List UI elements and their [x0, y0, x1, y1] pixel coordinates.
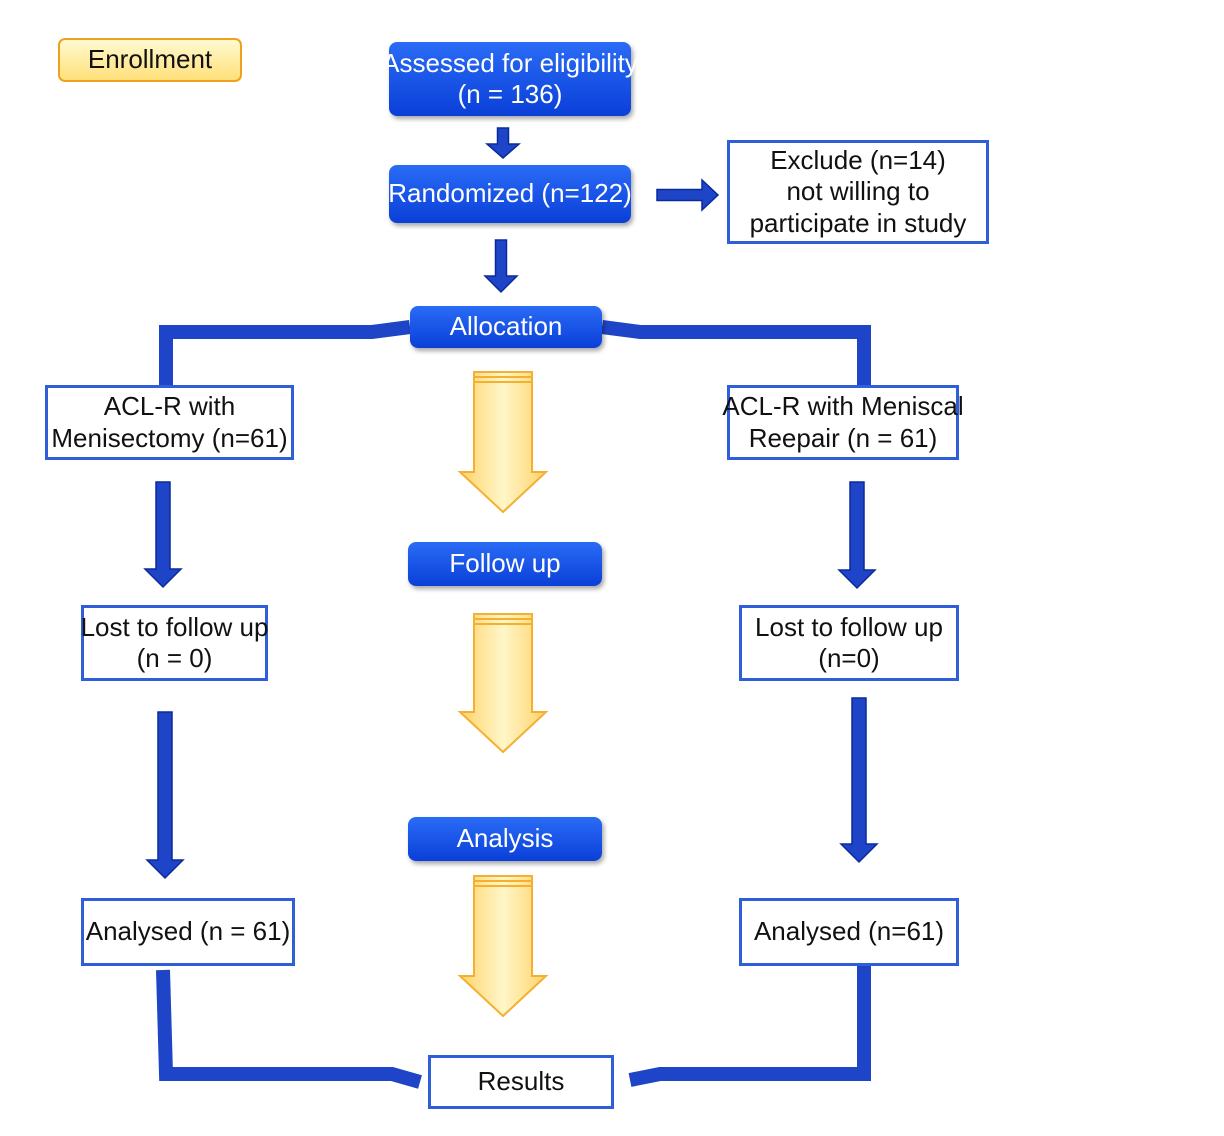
arrow-randomized-to-allocation [483, 239, 519, 294]
allocation-phase: Allocation [410, 306, 602, 348]
randomized-text: Randomized (n=122) [388, 178, 632, 209]
phase-arrow-1 [457, 371, 549, 514]
results-text: Results [477, 1066, 565, 1097]
left-group-line1: ACL-R with [103, 391, 236, 422]
right-analysed-box: Analysed (n=61) [739, 898, 959, 966]
right-group-box: ACL-R with Meniscal Reepair (n = 61) [722, 385, 964, 460]
right-group-line2: Reepair (n = 61) [748, 422, 938, 453]
analysis-phase: Analysis [408, 817, 602, 861]
left-group-box: ACL-R with Menisectomy (n=61) [45, 385, 294, 460]
connector-allocation-to-right [601, 320, 871, 385]
right-analysed-text: Analysed (n=61) [753, 916, 945, 947]
right-group-line1: ACL-R with Meniscal [722, 391, 964, 422]
exclude-count: Exclude (n=14) [770, 145, 946, 176]
arrow-randomized-to-exclude [656, 178, 720, 212]
arrow-right-group-to-lost [837, 481, 877, 590]
right-lost-box: Lost to follow up (n=0) [739, 605, 959, 681]
assessed-count: (n = 136) [457, 79, 563, 109]
exclude-reason-2: participate in study [749, 207, 967, 238]
left-analysed-text: Analysed (n = 61) [85, 916, 291, 947]
arrow-right-lost-to-analysed [839, 697, 879, 864]
assessed-text: Assessed for eligibility [382, 47, 638, 78]
enrollment-text: Enrollment [87, 44, 213, 75]
phase-arrow-3 [457, 875, 549, 1018]
analysis-text: Analysis [456, 823, 554, 854]
left-lost-line2: (n = 0) [136, 643, 213, 673]
right-lost-line2: (n=0) [818, 643, 880, 673]
right-lost-line1: Lost to follow up [755, 611, 943, 642]
left-lost-box: Lost to follow up (n = 0) [81, 605, 268, 681]
assessed-box: Assessed for eligibility (n = 136) [382, 42, 638, 116]
exclude-box: Exclude (n=14) not willing to participat… [727, 140, 989, 244]
left-analysed-box: Analysed (n = 61) [81, 898, 295, 966]
connector-left-analysed-to-results [156, 969, 422, 1089]
connector-allocation-to-left [159, 320, 411, 385]
arrow-assessed-to-randomized [485, 127, 521, 159]
connector-right-analysed-to-results [628, 966, 871, 1087]
follow-up-text: Follow up [449, 548, 561, 579]
exclude-reason-1: not willing to [786, 176, 930, 207]
arrow-left-group-to-lost [143, 481, 183, 589]
left-lost-line1: Lost to follow up [80, 611, 269, 642]
enrollment-label: Enrollment [58, 38, 242, 82]
randomized-box: Randomized (n=122) [388, 165, 632, 223]
arrow-left-lost-to-analysed [145, 711, 185, 880]
allocation-text: Allocation [449, 311, 563, 342]
follow-up-phase: Follow up [408, 542, 602, 586]
phase-arrow-2 [457, 613, 549, 754]
results-box: Results [428, 1055, 614, 1109]
left-group-line2: Menisectomy (n=61) [51, 422, 288, 453]
